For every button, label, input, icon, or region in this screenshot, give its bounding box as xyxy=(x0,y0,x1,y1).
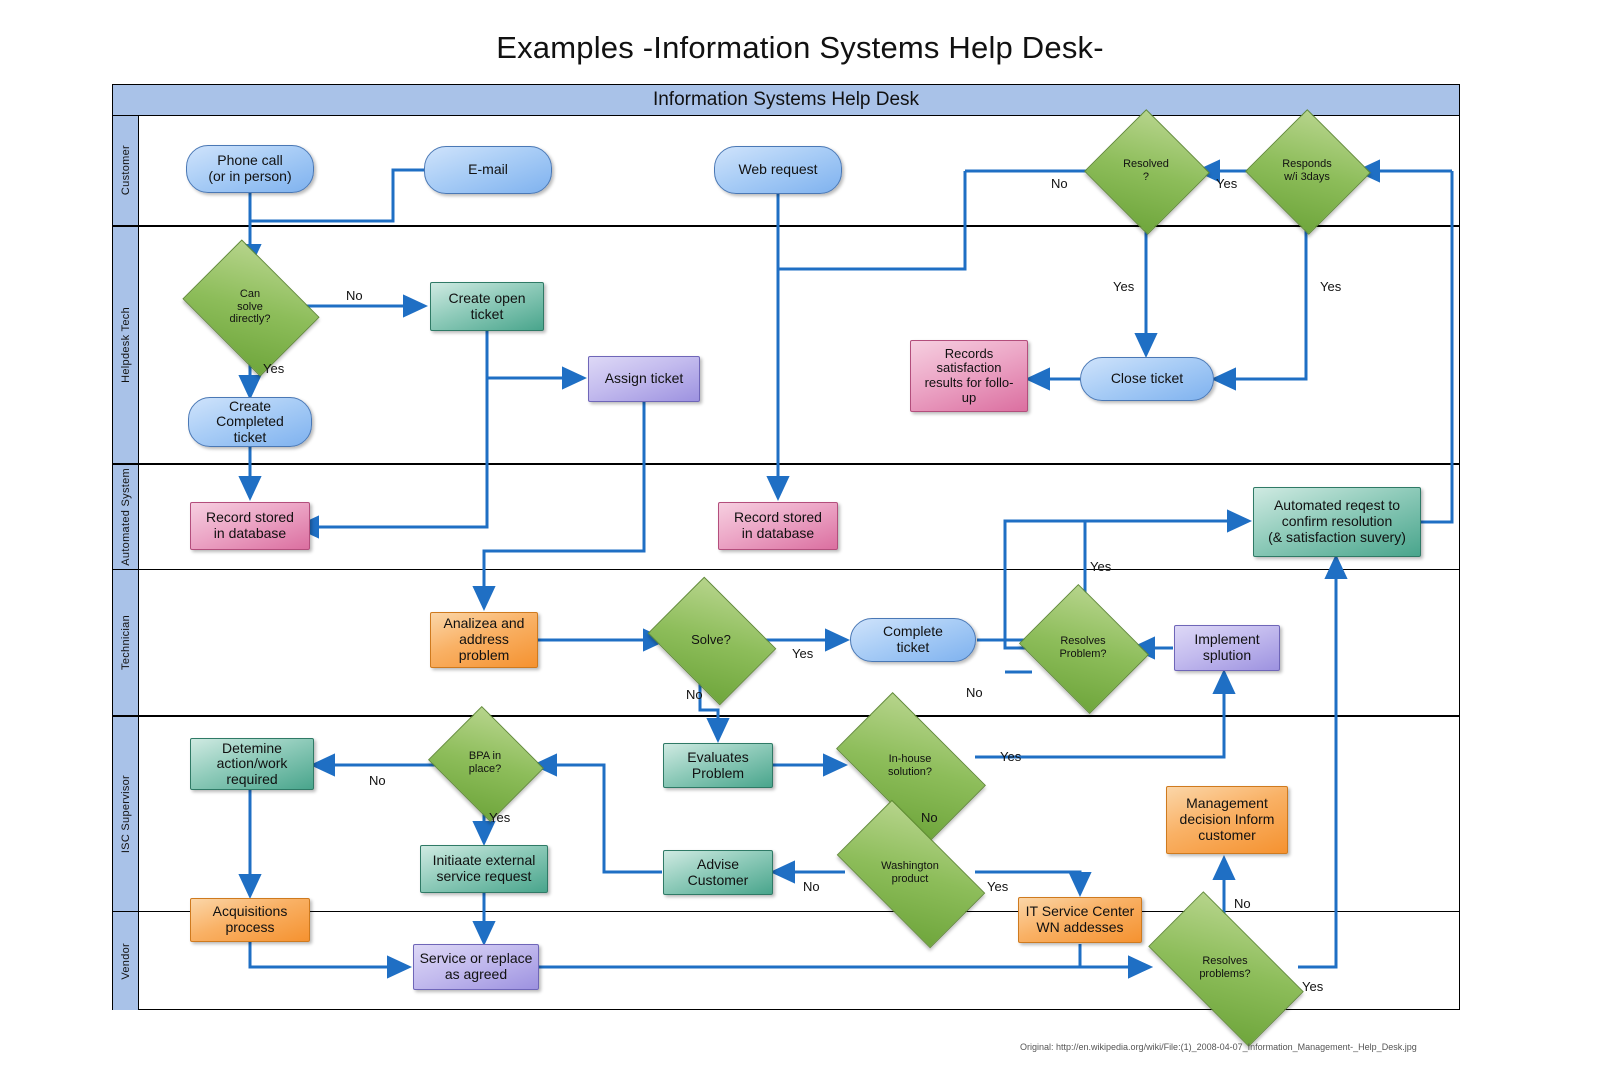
edge-label-resolved-no: No xyxy=(1051,176,1068,191)
edge-label-resolvesproblems-yes: Yes xyxy=(1302,979,1324,994)
edge-label-responds-yes2: Yes xyxy=(1320,279,1342,294)
lane-label-technician: Technician xyxy=(113,570,139,715)
node-label: Web request xyxy=(738,161,818,178)
node-label: Solve? xyxy=(691,631,731,647)
lane-label-isc-supervisor: ISC Supervisor xyxy=(113,717,139,911)
lane-label-helpdesk-tech: Helpdesk Tech xyxy=(113,227,139,463)
node-solve[interactable]: Solve? xyxy=(647,576,777,706)
node-label: Phone call(or in person) xyxy=(208,152,292,184)
node-email[interactable]: E-mail xyxy=(424,146,552,194)
node-phone-call[interactable]: Phone call(or in person) xyxy=(186,145,314,193)
pool-header: Information Systems Help Desk xyxy=(113,85,1459,116)
lane-label-automated-system: Automated System xyxy=(113,465,139,569)
edge-label-mgmt-no: No xyxy=(1234,896,1251,911)
edge-label-inhouse-no: No xyxy=(921,810,938,825)
node-assign-ticket[interactable]: Assign ticket xyxy=(588,356,700,402)
edge-label-cansolve-yes: Yes xyxy=(263,361,285,376)
edge-label-cansolve-no: No xyxy=(346,288,363,303)
node-label: E-mail xyxy=(468,161,508,178)
lane-automated-system: Automated System xyxy=(113,465,1459,570)
edge-label-resolvesproblem-yes: Yes xyxy=(1090,559,1112,574)
page-title: Examples -Information Systems Help Desk- xyxy=(496,30,1104,65)
node-label: Assign ticket xyxy=(604,370,684,387)
node-label: Close ticket xyxy=(1110,370,1184,387)
lane-label-vendor: Vendor xyxy=(113,912,139,1010)
node-resolved[interactable]: Resolved? xyxy=(1084,109,1210,235)
edge-label-resolved-yes: Yes xyxy=(1113,279,1135,294)
edge-label-resolvesproblem-no: No xyxy=(966,685,983,700)
edge-label-bpa-yes: Yes xyxy=(489,810,511,825)
lane-technician: Technician xyxy=(113,570,1459,717)
edge-label-responds-yes: Yes xyxy=(1216,176,1238,191)
node-web-request[interactable]: Web request xyxy=(714,146,842,194)
edge-label-bpa-no: No xyxy=(369,773,386,788)
edge-label-solve-no: No xyxy=(686,687,703,702)
edge-label-washington-yes: Yes xyxy=(987,879,1009,894)
lane-isc-supervisor: ISC Supervisor xyxy=(113,717,1459,912)
lane-label-customer: Customer xyxy=(113,116,139,225)
lane-vendor: Vendor xyxy=(113,912,1459,1010)
edge-label-solve-yes: Yes xyxy=(792,646,814,661)
node-label: Resolved? xyxy=(1123,158,1169,183)
source-credit: Original: http://en.wikipedia.org/wiki/F… xyxy=(1020,1042,1417,1052)
lane-helpdesk-tech: Helpdesk Tech xyxy=(113,227,1459,465)
node-close-ticket[interactable]: Close ticket xyxy=(1080,357,1214,401)
edge-label-inhouse-yes: Yes xyxy=(1000,749,1022,764)
edge-label-washington-no: No xyxy=(803,879,820,894)
